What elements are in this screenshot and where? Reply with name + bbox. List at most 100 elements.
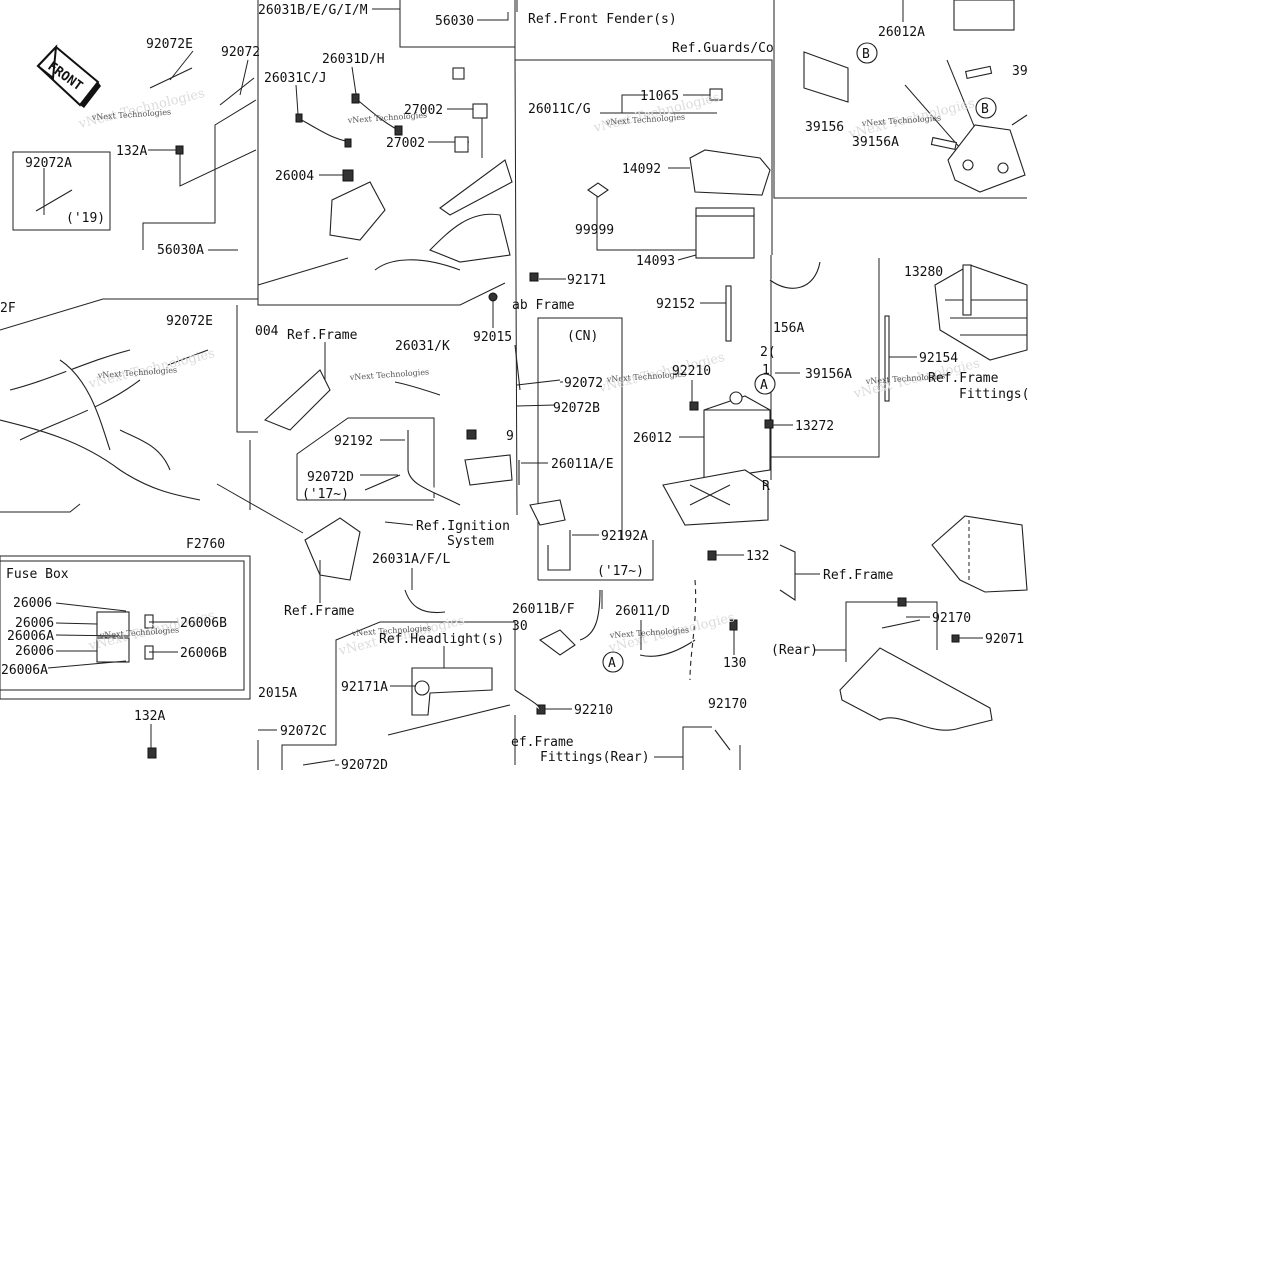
part-callout: 130 — [723, 656, 746, 671]
part-callout: 92210 — [574, 703, 613, 718]
part-callout: 92072B — [553, 401, 600, 416]
watermark: vNext Technologies — [349, 367, 430, 382]
part-callout: 26031C/J — [264, 71, 327, 86]
ref-label: System — [447, 534, 494, 549]
ref-label: Ref.Ignition — [416, 519, 510, 534]
ref-label: (Rear) — [771, 643, 818, 658]
marker-label: B — [981, 102, 989, 117]
figure-code: F2760 — [186, 537, 225, 552]
part-callout: ('17~) — [302, 487, 349, 502]
part-callout: 92072C — [280, 724, 327, 739]
part-callout: 26011A/E — [551, 457, 614, 472]
fuse-callout: 26006 — [15, 644, 54, 659]
part-callout: 56030A — [157, 243, 204, 258]
ref-label: Ref.Front Fender(s) — [528, 12, 677, 27]
leader-lines — [148, 50, 983, 766]
part-callout: 92170 — [932, 611, 971, 626]
part-callout: ('17~) — [597, 564, 644, 579]
fuse-box-title: Fuse Box — [6, 567, 69, 582]
fuse-callout: 26006A — [1, 663, 48, 678]
part-callout: 2015A — [258, 686, 297, 701]
part-callout: 39 — [1012, 64, 1028, 79]
part-callout: 92171A — [341, 680, 388, 695]
part-callout: 132A — [116, 144, 147, 159]
part-callout: 14092 — [622, 162, 661, 177]
ref-label: Ref.Frame — [284, 604, 355, 619]
part-callout: 2( — [760, 345, 776, 360]
part-callout: 92192A — [601, 529, 648, 544]
part-callout: 30 — [512, 619, 528, 634]
part-callout: 1 — [762, 363, 770, 378]
part-callout: 27002 — [386, 136, 425, 151]
part-callout: 92072D — [341, 758, 388, 773]
part-callout: 92072 — [564, 376, 603, 391]
part-callout: 39156A — [852, 135, 899, 150]
part-callout: 39156A — [805, 367, 852, 382]
part-callout: 13272 — [795, 419, 834, 434]
fuse-callout: 26006 — [13, 596, 52, 611]
marker-circles — [602, 42, 997, 673]
part-callout: 56030 — [435, 14, 474, 29]
part-callout: 26031B/E/G/I/M — [258, 3, 368, 18]
part-callout: 39156 — [805, 120, 844, 135]
fuse-callout: 26006A — [7, 629, 54, 644]
ref-label: Ref.Frame — [928, 371, 999, 386]
part-callout: 92171 — [567, 273, 606, 288]
part-callout: 26011C/G — [528, 102, 591, 117]
marker-label: A — [760, 378, 768, 393]
part-callout: 9 — [506, 429, 514, 444]
part-callout: R — [762, 479, 770, 494]
part-callout: 11065 — [640, 89, 679, 104]
ref-label: ef.Frame — [511, 735, 574, 750]
part-callout: 92192 — [334, 434, 373, 449]
ref-label: Ref.Guards/Co — [672, 41, 774, 56]
ref-label: Ref.Frame — [823, 568, 894, 583]
part-callout: 26011B/F — [512, 602, 575, 617]
part-callout: 2F — [0, 301, 16, 316]
front-arrow-icon — [36, 44, 101, 108]
part-callout: 26031D/H — [322, 52, 385, 67]
callout-labels: FRONT F2760 Fuse Box 26031B/E/G/I/M 5603… — [0, 3, 1029, 773]
part-callout: 26031A/F/L — [372, 552, 450, 567]
part-callout: 26031/K — [395, 339, 450, 354]
part-callout: 92072 — [221, 45, 260, 60]
part-callout: 26012A — [878, 25, 925, 40]
ref-label: ab Frame — [512, 298, 575, 313]
part-callout: 132 — [746, 549, 769, 564]
part-callout: (CN) — [567, 329, 598, 344]
part-callout: 26004 — [275, 169, 314, 184]
ref-label: Fittings(Rear) — [540, 750, 650, 765]
marker-label: A — [608, 656, 616, 671]
part-callout: 92072D — [307, 470, 354, 485]
part-callout: 004 — [255, 324, 279, 339]
part-callout: 92072E — [166, 314, 213, 329]
part-callout: 132A — [134, 709, 165, 724]
part-callout: 92210 — [672, 364, 711, 379]
part-callout: 92015 — [473, 330, 512, 345]
part-callout: 27002 — [404, 103, 443, 118]
ref-label: Ref.Headlight(s) — [379, 632, 504, 647]
fuse-callout: 26006B — [180, 646, 227, 661]
part-callout: 92154 — [919, 351, 958, 366]
ref-label: Fittings( — [959, 387, 1029, 402]
diagram-lines — [0, 0, 1027, 770]
part-callout: ('19) — [66, 211, 105, 226]
part-callout: 99999 — [575, 223, 614, 238]
fuse-callout: 26006B — [180, 616, 227, 631]
fuse-callout: 26006 — [15, 616, 54, 631]
marker-label: B — [862, 47, 870, 62]
part-callout: 92071 — [985, 632, 1024, 647]
part-illustrations — [0, 0, 1028, 766]
part-callout: 92072E — [146, 37, 193, 52]
part-callout: 26012 — [633, 431, 672, 446]
part-callout: 92152 — [656, 297, 695, 312]
part-callout: 26011/D — [615, 604, 670, 619]
watermark: vNext Technologies — [91, 107, 172, 122]
part-callout: 92170 — [708, 697, 747, 712]
part-callout: 14093 — [636, 254, 675, 269]
ref-label: Ref.Frame — [287, 328, 358, 343]
part-callout: 13280 — [904, 265, 943, 280]
part-callout: 92072A — [25, 156, 72, 171]
part-callout: 156A — [773, 321, 804, 336]
